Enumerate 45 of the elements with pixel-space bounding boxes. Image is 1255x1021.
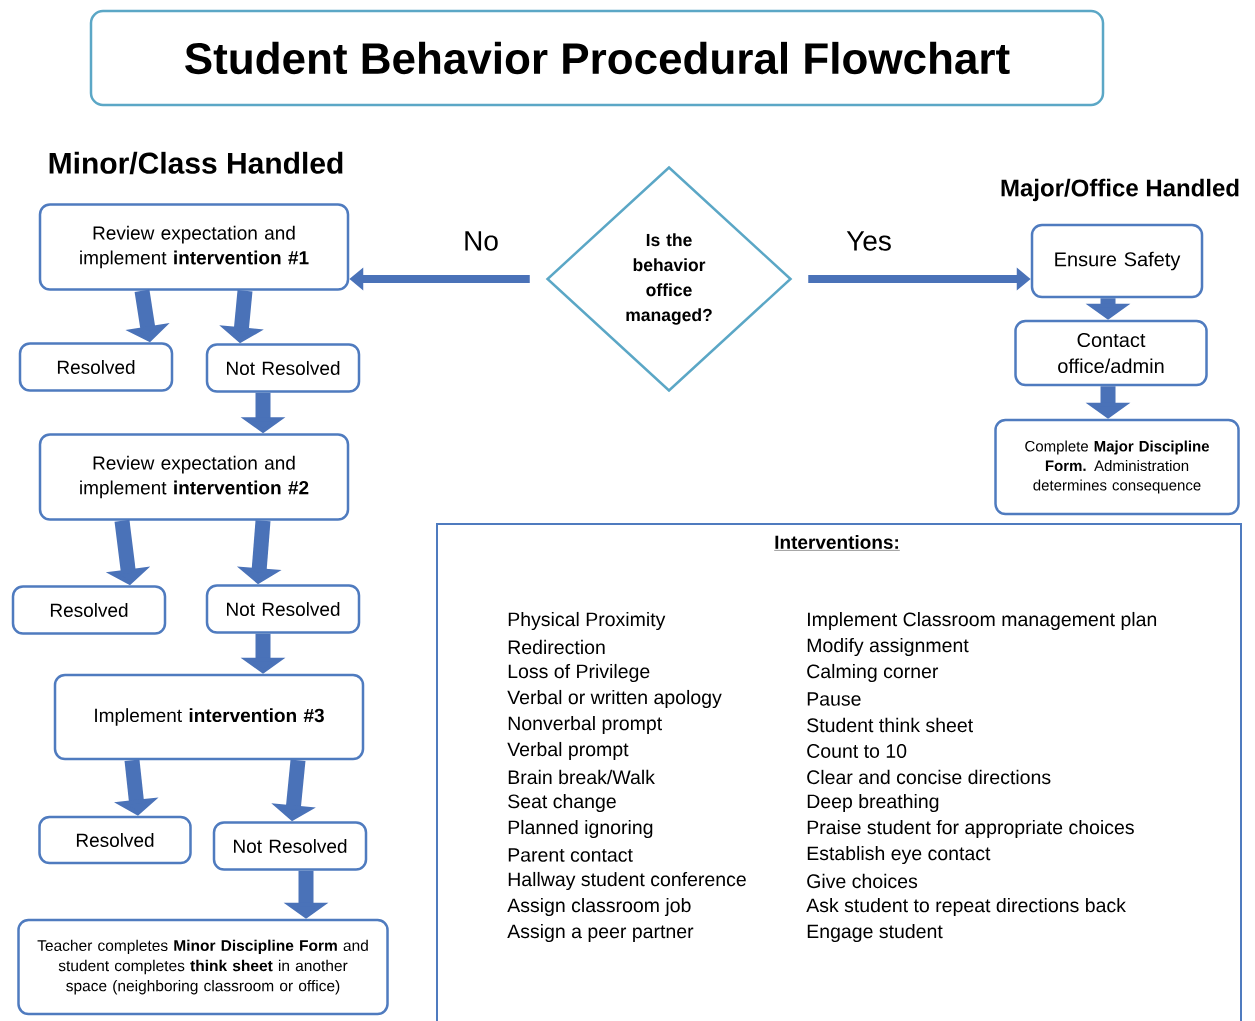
- list-item: Brain break/Walk: [508, 769, 655, 785]
- process-box: Resolved: [38, 815, 192, 865]
- list-item: Praise student for appropriate choices: [807, 819, 1134, 839]
- list-item: Verbal or written apology: [507, 689, 722, 709]
- process-box: Resolved: [18, 342, 174, 392]
- list-item: Planned ignoring: [508, 819, 653, 839]
- process-box: Ensure Safety: [1030, 223, 1204, 299]
- process-box: Teacher completes Minor Discipline Form and student completes think sheet in another space (neighboring classroom or office): [17, 918, 389, 1016]
- list-item: Establish eye contact: [807, 845, 991, 865]
- list-item: Give choices: [807, 873, 918, 889]
- list-item: Seat change: [508, 793, 616, 813]
- section-heading: Minor/Class Handled: [49, 151, 343, 175]
- list-item: Ask student to repeat directions back: [806, 897, 1126, 917]
- list-item: Redirection: [508, 639, 605, 655]
- list-item: Implement Classroom management plan: [808, 611, 1157, 631]
- list-item: Calming corner: [807, 663, 939, 683]
- list-item: Verbal prompt: [507, 741, 629, 761]
- process-box: Complete Major Discipline Form. Administration determines consequence: [994, 418, 1240, 516]
- list-item: Nonverbal prompt: [508, 715, 662, 735]
- title-box: Student Behavior Procedural Flowchart: [89, 9, 1105, 107]
- process-box: Not Resolved: [205, 343, 361, 393]
- list-item: Pause: [807, 692, 861, 706]
- list-item: Clear and concise directions: [807, 769, 1051, 785]
- list-heading: Interventions:: [774, 535, 901, 551]
- list-item: Loss of Privilege: [508, 663, 650, 683]
- list-item: Assign classroom job: [507, 897, 691, 917]
- process-box: Review expectation and implement intervention #2: [38, 433, 350, 521]
- process-box: Review expectation and implement intervention #1: [38, 203, 350, 291]
- edge-label: No: [462, 230, 500, 252]
- list-item: Parent contact: [508, 848, 633, 862]
- section-heading: Major/Office Handled: [1001, 178, 1239, 202]
- list-item: Engage student: [807, 923, 943, 943]
- list-item: Deep breathing: [807, 793, 939, 813]
- list-item: Count to 10: [807, 744, 907, 758]
- process-box: Contact office/admin: [1014, 319, 1208, 387]
- process-box: Not Resolved: [205, 584, 361, 634]
- list-item: Hallway student conference: [508, 871, 746, 891]
- process-box: Not Resolved: [212, 821, 368, 871]
- list-item: Physical Proximity: [508, 611, 666, 631]
- process-box: Resolved: [11, 585, 167, 635]
- process-box: Implement intervention #3: [53, 673, 365, 761]
- list-item: Student think sheet: [807, 717, 973, 733]
- edge-label: Yes: [845, 230, 893, 252]
- list-item: Assign a peer partner: [507, 923, 694, 943]
- list-item: Modify assignment: [807, 637, 969, 657]
